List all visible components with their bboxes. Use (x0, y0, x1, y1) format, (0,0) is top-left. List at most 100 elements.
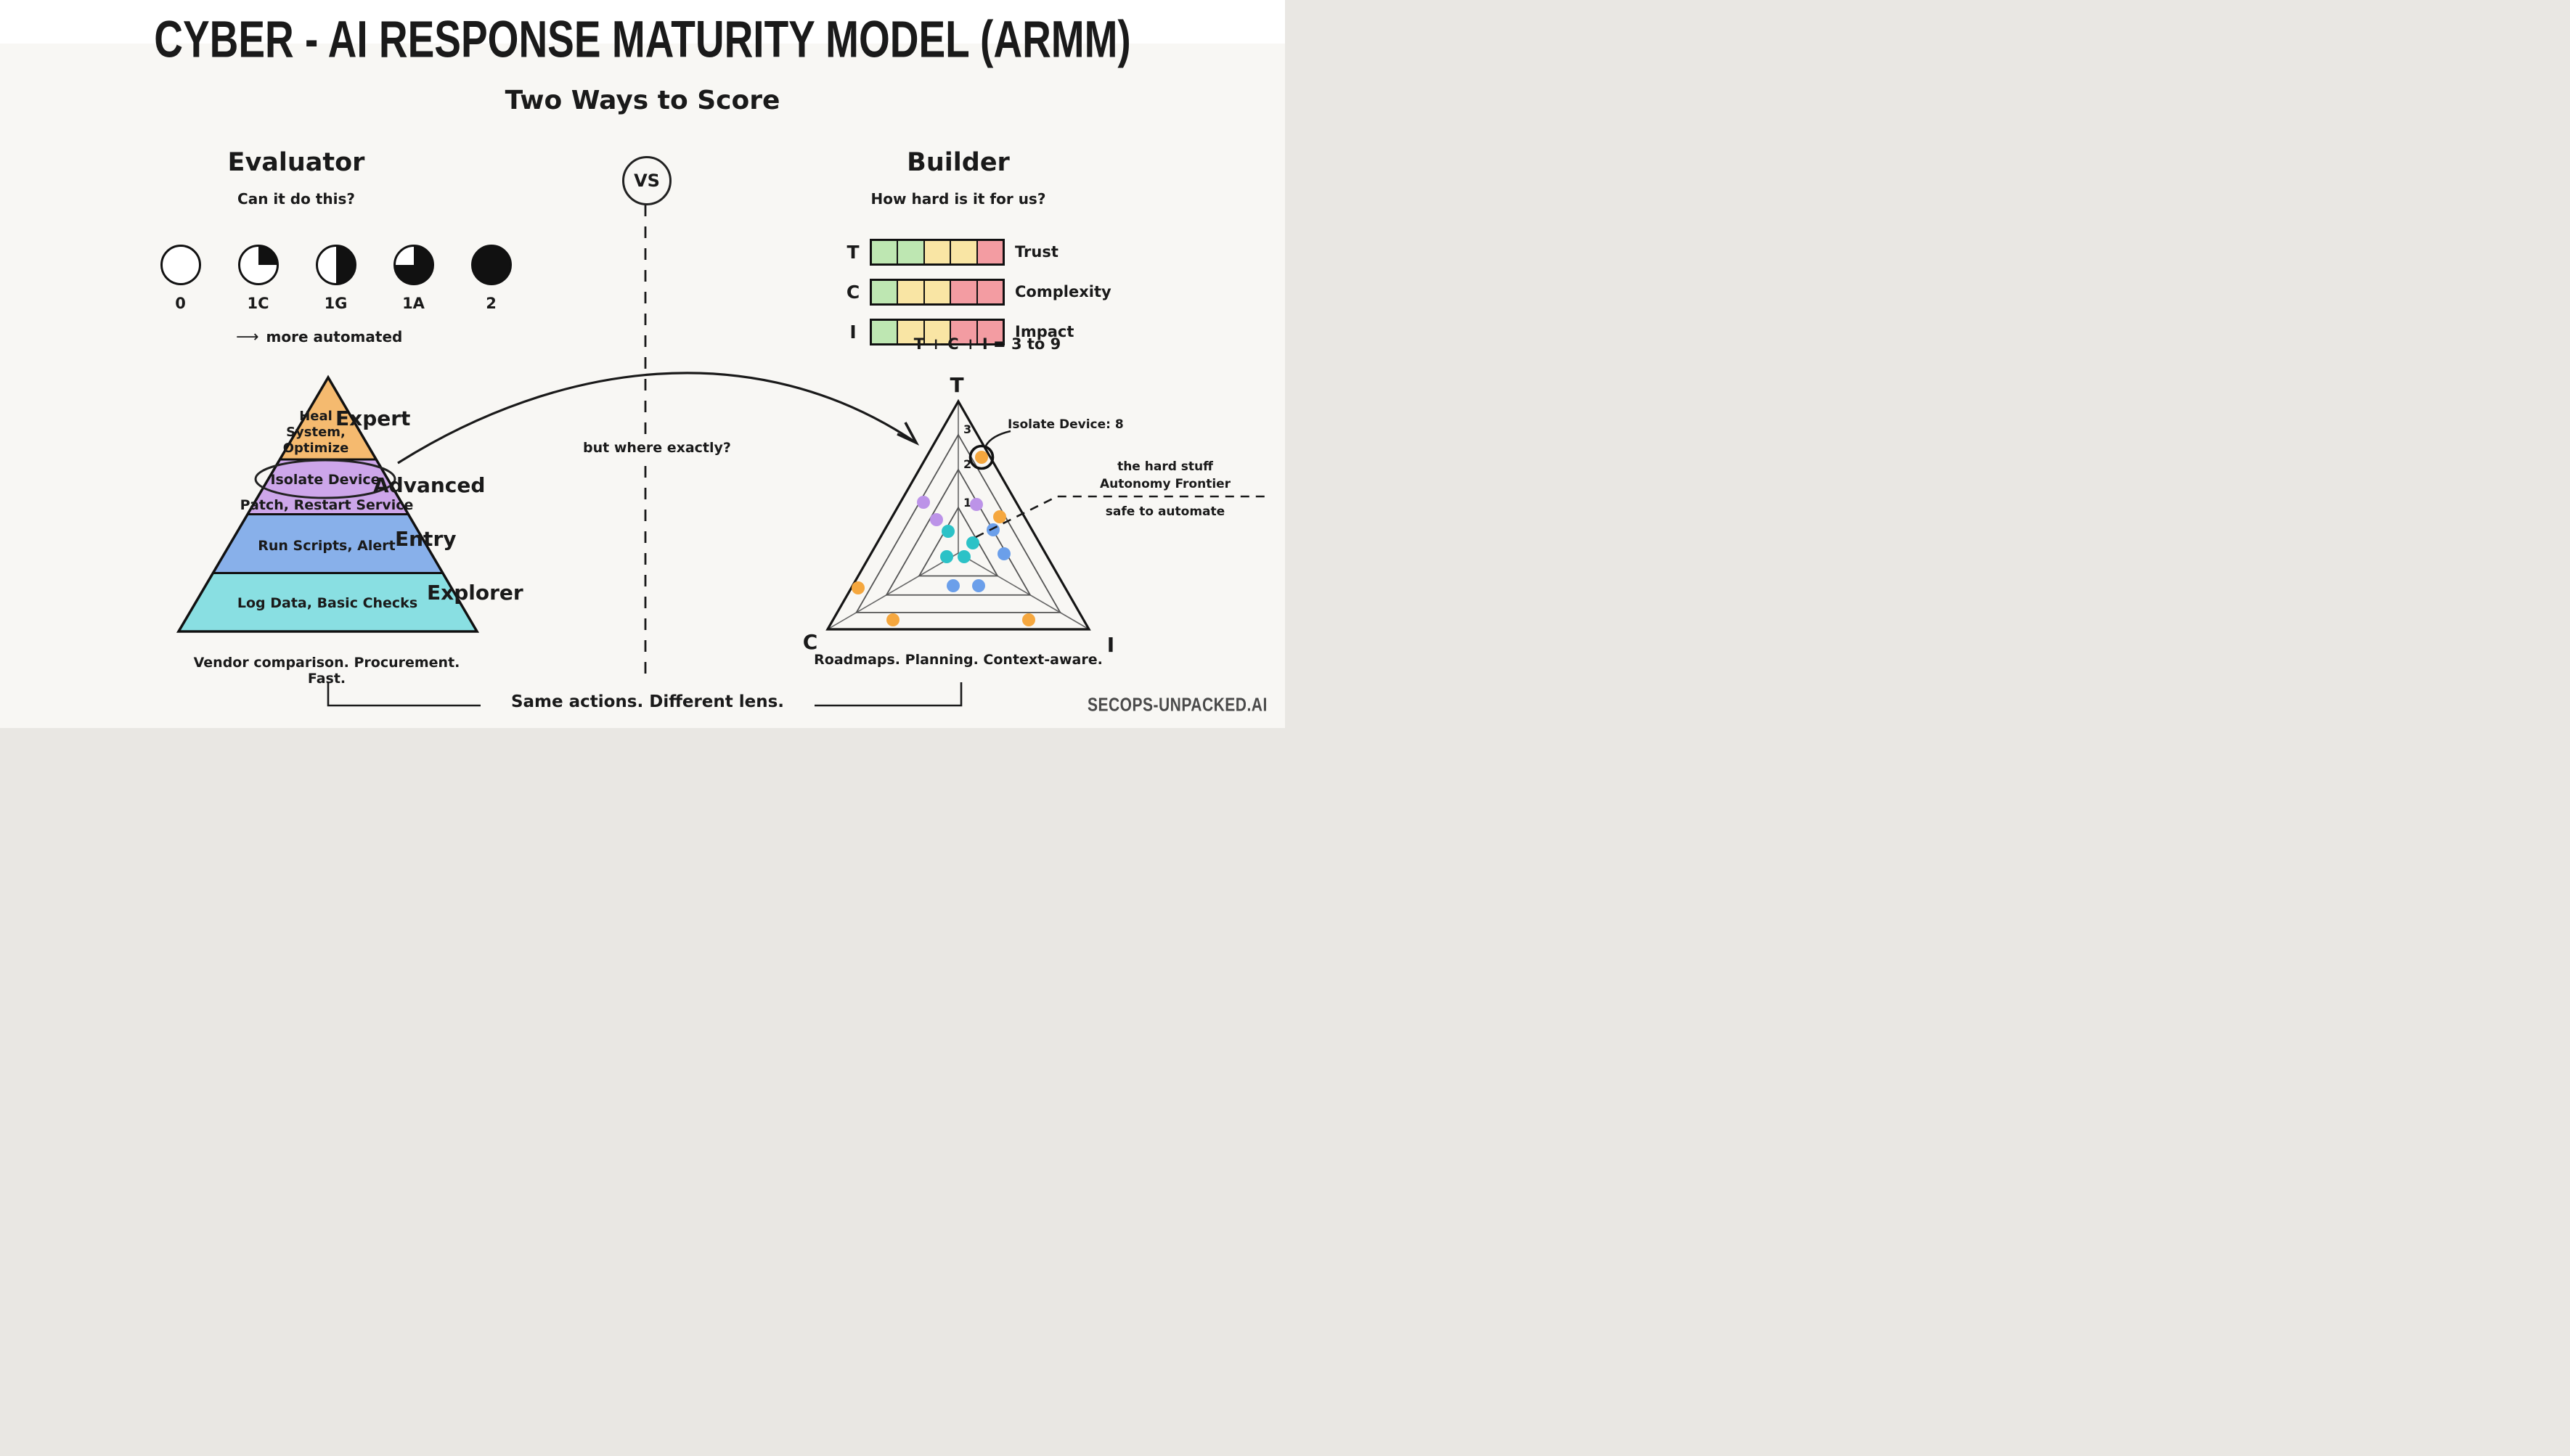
tci-cell-red (951, 280, 978, 303)
level-label-explorer: Explorer (427, 581, 523, 605)
axis-label-t: T (950, 377, 963, 397)
scale-step: 1C (237, 245, 279, 312)
radar-ring-3 (855, 433, 1061, 613)
pyramid-band-explorer (179, 573, 477, 631)
tci-cell-yellow (898, 320, 925, 343)
scale-step: 2 (470, 245, 512, 312)
entry-action: Run Scripts, Alert (258, 538, 396, 554)
ring-label-2: 2 (963, 457, 971, 471)
harvey-ball-icon (393, 245, 434, 285)
trust-letter: T (847, 241, 860, 263)
radar-dot-teal (942, 525, 955, 538)
top-background-strip (0, 0, 1285, 44)
tci-row-trust: T Trust (842, 238, 1058, 266)
brand-watermark: SECOPS-UNPACKED.AI (1088, 695, 1268, 716)
radar-dot-purple (917, 496, 930, 509)
impact-label: Impact (1015, 323, 1074, 340)
explorer-action: Log Data, Basic Checks (237, 595, 417, 611)
ring-label-1: 1 (963, 496, 971, 510)
scale-step: 1A (393, 245, 434, 312)
page-subtitle: Two Ways to Score (505, 86, 780, 115)
radar-dot-orange (975, 451, 988, 464)
page-title: CYBER - AI RESPONSE MATURITY MODEL (ARMM… (154, 9, 1131, 68)
complexity-letter: C (846, 281, 860, 303)
tci-cell-red (977, 240, 1003, 263)
tci-cell-yellow (898, 280, 925, 303)
tci-cell-red (977, 280, 1003, 303)
tci-cell-green (872, 240, 899, 263)
tci-cell-red (951, 320, 978, 343)
tci-cell-red (977, 320, 1003, 343)
maturity-pyramid: Heal System, Optimize Isolate Device Pat… (176, 375, 480, 633)
scale-step: 1G (315, 245, 356, 312)
radar-dot-blue (998, 547, 1011, 560)
automation-scale: 0 1C 1G 1A 2 (160, 245, 512, 312)
isolate-device-highlight-oval (254, 459, 396, 499)
builder-caption: Roadmaps. Planning. Context-aware. (814, 652, 1103, 668)
advanced-circled-action: Isolate Device (270, 472, 380, 488)
tci-radar-chart: 1 2 3 T C I Isolate Device: 8 the hard s… (803, 377, 1269, 657)
pyramid-outline (176, 375, 480, 633)
more-automated-label: more automated (266, 328, 403, 345)
harvey-ball-icon (315, 245, 356, 285)
radar-dot-teal (958, 550, 971, 563)
builder-heading: Builder (907, 148, 1010, 177)
axis-label-i: I (1107, 633, 1114, 657)
trust-label: Trust (1015, 243, 1058, 261)
tci-cell-green (872, 320, 899, 343)
radar-dots (852, 444, 1035, 626)
pyramid-band-advanced (248, 459, 409, 515)
scale-step-label: 1C (247, 295, 269, 312)
frontier-above-label: the hard stuff (1117, 459, 1213, 474)
pyramid-band-entry (213, 514, 443, 573)
radar-dot-orange (886, 613, 900, 626)
radar-dot-teal (940, 550, 953, 563)
radar-dot-blue (987, 523, 1000, 536)
tci-row-impact: I Impact (842, 318, 1074, 345)
autonomy-frontier-line (975, 495, 1269, 539)
radar-dot-orange (852, 581, 865, 594)
pyramid-band-expert (280, 377, 377, 459)
vs-badge: VS (622, 156, 672, 205)
score-formula: T + C + I = 3 to 9 (913, 335, 1061, 353)
tci-row-complexity: C Complexity (842, 278, 1111, 306)
bottom-bracket-right (815, 682, 963, 707)
scale-step-label: 1A (402, 295, 425, 312)
expert-action-line: Heal (299, 409, 333, 424)
impact-bar (870, 318, 1005, 345)
evaluator-heading: Evaluator (227, 148, 365, 177)
center-question: but where exactly? (574, 437, 741, 459)
level-label-entry: Entry (395, 527, 457, 551)
scale-step: 0 (160, 245, 201, 312)
tci-cell-yellow (924, 280, 952, 303)
scale-step-label: 0 (175, 295, 186, 312)
harvey-ball-icon (237, 245, 279, 285)
trust-bar (870, 238, 1005, 266)
frontier-name-label: Autonomy Frontier (1100, 477, 1231, 491)
vs-label: VS (634, 171, 660, 191)
armm-infographic: CYBER - AI RESPONSE MATURITY MODEL (ARMM… (0, 0, 1285, 728)
radar-axis-i (958, 552, 1090, 630)
harvey-ball-icon (470, 245, 512, 285)
radar-dot-orange (993, 510, 1006, 523)
right-arrow-icon: ⟶ (236, 328, 259, 346)
scale-step-label: 1G (324, 295, 348, 312)
level-label-expert: Expert (335, 406, 411, 430)
annotation-connector (984, 430, 1011, 446)
tci-cell-yellow (924, 240, 952, 263)
radar-dot-orange (1022, 613, 1035, 626)
radar-dot-blue (947, 579, 960, 592)
radar-dot-blue (972, 579, 985, 592)
ring-label-3: 3 (963, 422, 971, 436)
level-label-advanced: Advanced (373, 473, 486, 497)
tci-cell-yellow (951, 240, 978, 263)
advanced-action: Patch, Restart Service (240, 497, 414, 513)
harvey-ball-icon (160, 245, 201, 285)
complexity-bar (870, 278, 1005, 306)
bottom-caption: Same actions. Different lens. (510, 692, 785, 711)
tci-cell-green (898, 240, 925, 263)
radar-outline (825, 398, 1091, 631)
builder-question: How hard is it for us? (870, 190, 1046, 208)
axis-label-c: C (803, 630, 818, 654)
isolate-device-annotation: Isolate Device: 8 (1008, 417, 1124, 432)
